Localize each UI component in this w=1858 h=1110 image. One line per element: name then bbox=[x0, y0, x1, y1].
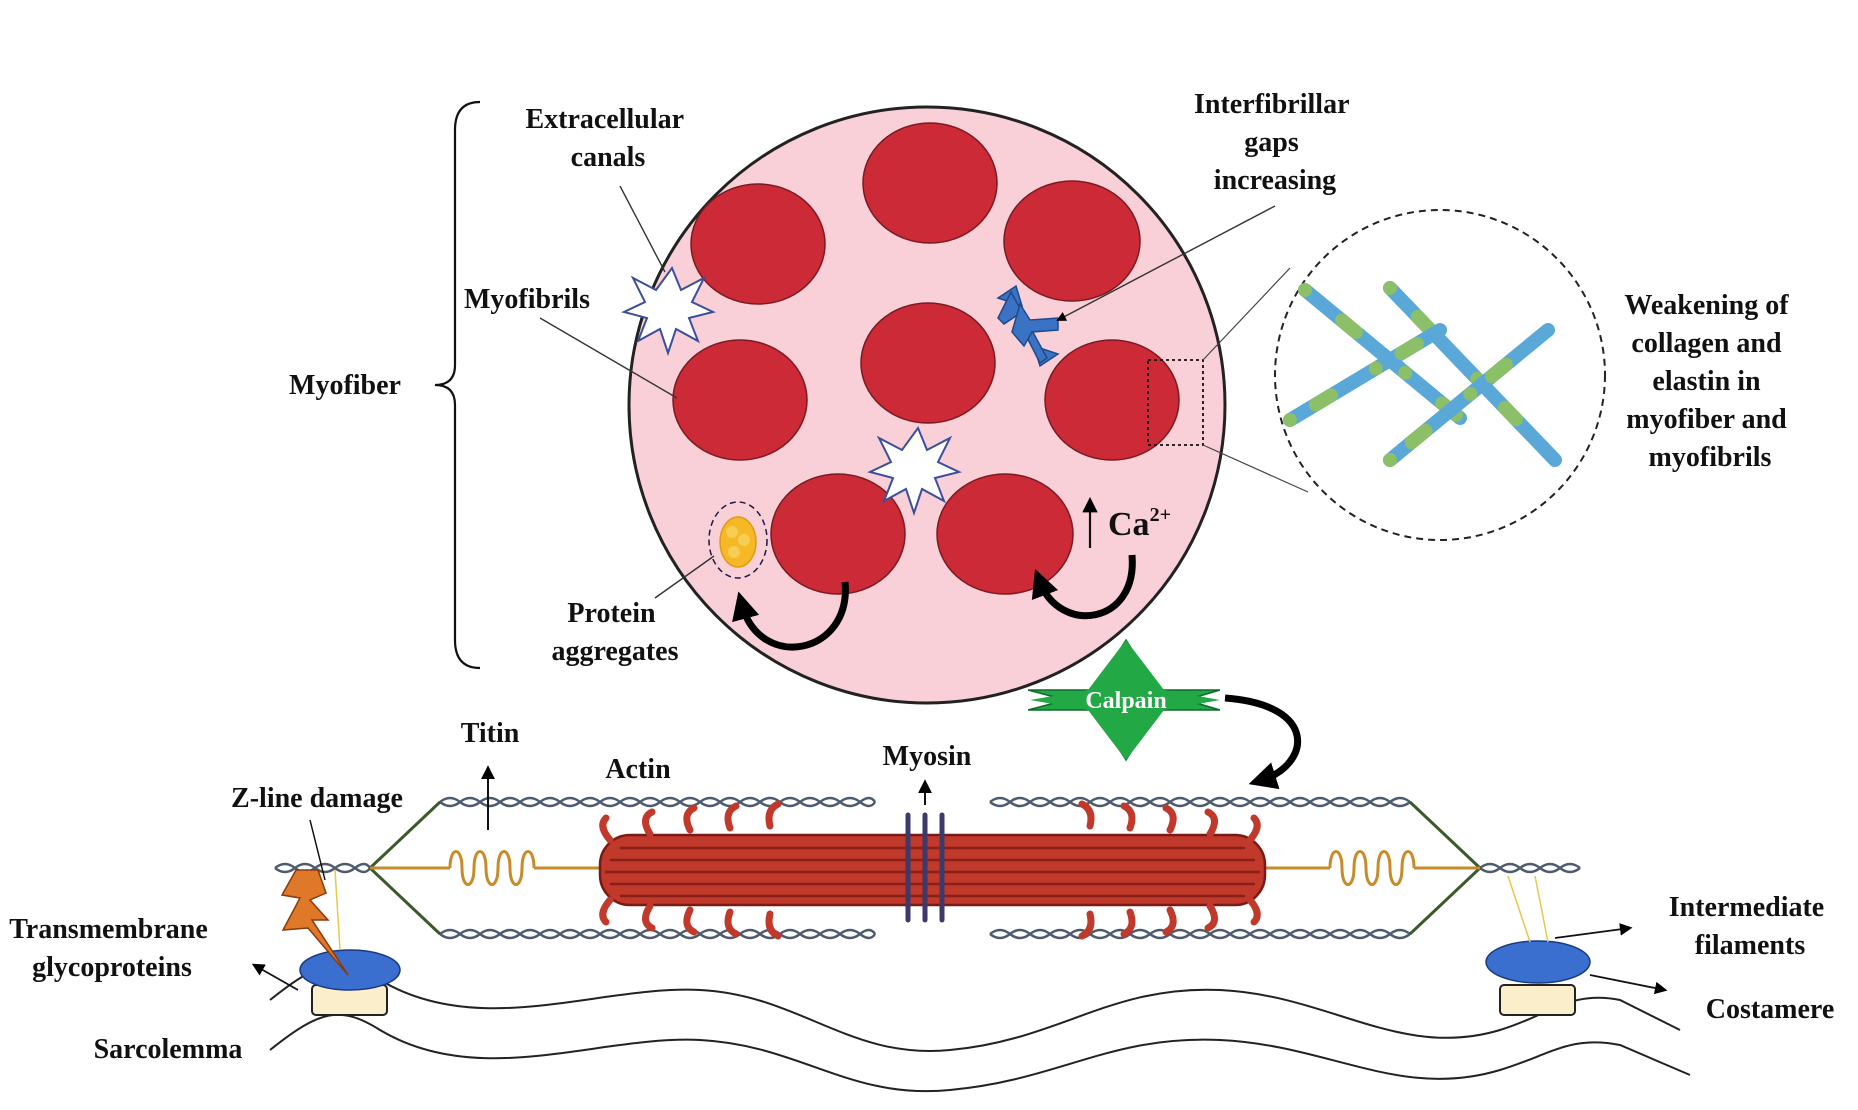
intermediate-filaments-arrow bbox=[1554, 923, 1633, 939]
costamere-left bbox=[299, 869, 401, 1016]
z-line-pointer bbox=[309, 819, 326, 881]
protein-aggregate bbox=[708, 501, 768, 579]
label-sarcolemma: Sarcolemma bbox=[94, 1034, 243, 1065]
label-costamere: Costamere bbox=[1706, 994, 1835, 1025]
myofibril bbox=[1003, 180, 1141, 302]
myofibril bbox=[672, 339, 808, 461]
label-weakening: Weakening of collagen and elastin in myo… bbox=[1624, 290, 1795, 473]
label-actin: Actin bbox=[605, 754, 671, 785]
myofibril bbox=[1044, 339, 1180, 461]
label-myofiber: Myofiber bbox=[289, 370, 401, 401]
label-myosin: Myosin bbox=[883, 741, 972, 772]
pointer-arrow bbox=[1056, 205, 1276, 321]
burst-icon bbox=[621, 265, 716, 357]
myofibril bbox=[862, 122, 998, 244]
label-myofibrils: Myofibrils bbox=[464, 284, 590, 315]
pointer-line bbox=[539, 317, 678, 399]
calpain-label: Calpain bbox=[1085, 688, 1166, 714]
z-line-connectors bbox=[368, 800, 1482, 936]
sarcolemma bbox=[269, 963, 1691, 1093]
curved-arrow bbox=[732, 581, 849, 651]
titin-springs bbox=[370, 850, 1480, 886]
actin-filaments bbox=[274, 796, 1581, 940]
myofibril bbox=[690, 183, 826, 305]
pointer-line bbox=[654, 555, 715, 599]
zoom-region-box bbox=[1147, 359, 1204, 446]
costamere-arrow bbox=[1589, 974, 1668, 995]
label-interfibrillar-gaps: Interfibrillar gaps increasing bbox=[1194, 89, 1356, 196]
calpain-star: Calpain bbox=[1027, 638, 1221, 762]
myofibril-group bbox=[672, 122, 1180, 595]
pointer-line bbox=[619, 185, 666, 273]
myofibril bbox=[770, 473, 906, 595]
myosin-bundle bbox=[598, 800, 1267, 940]
burst-icon bbox=[867, 425, 962, 517]
myofibril bbox=[860, 302, 996, 424]
glycoprotein-arrow bbox=[251, 963, 299, 991]
myofiber-brace bbox=[434, 100, 481, 670]
label-extracellular-canals: Extracellular canals bbox=[525, 104, 690, 173]
costamere-right bbox=[1485, 875, 1591, 1016]
myofibril bbox=[936, 473, 1074, 595]
label-calcium: Ca2+ bbox=[1108, 504, 1171, 543]
label-titin: Titin bbox=[461, 718, 520, 749]
label-protein-aggregates: Protein aggregates bbox=[552, 598, 679, 667]
collagen-fibers bbox=[1283, 281, 1562, 467]
curved-arrow bbox=[1224, 694, 1302, 790]
collagen-zoom-circle bbox=[1274, 209, 1606, 541]
label-intermediate-filaments: Intermediate filaments bbox=[1669, 892, 1832, 961]
myofiber-cross-section bbox=[621, 105, 1309, 705]
lightning-icon bbox=[280, 869, 349, 976]
double-arrow-icon bbox=[996, 284, 1060, 368]
curved-arrow bbox=[1031, 554, 1136, 620]
label-transmembrane-glycoproteins: Transmembrane glycoproteins bbox=[9, 914, 215, 983]
label-z-line-damage: Z-line damage bbox=[231, 783, 403, 814]
sarcomere bbox=[274, 765, 1581, 940]
m-line bbox=[905, 812, 945, 923]
